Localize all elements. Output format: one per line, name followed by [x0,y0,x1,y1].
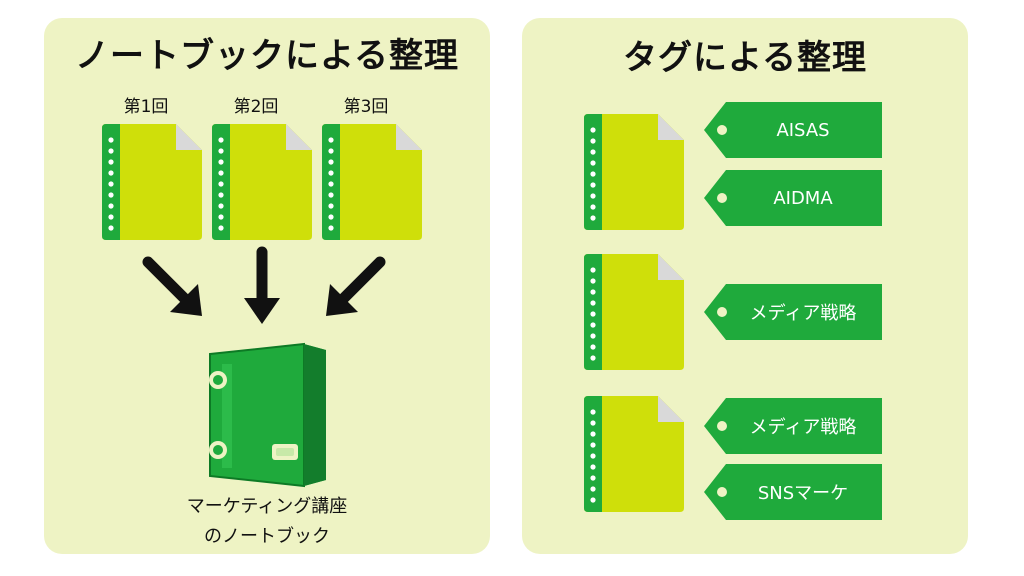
tag-label: AIDMA [773,187,833,209]
tag-label: メディア戦略 [749,417,857,438]
binder-caption-line2: のノートブック [204,526,330,547]
note-label-3: 第3回 [343,97,389,117]
note-document-icon [102,124,202,240]
binder-icon [200,340,332,490]
note-label-1: 第1回 [123,97,169,117]
tag-aidma: AIDMA [704,170,882,226]
binder-caption: マーケティング講座 のノートブック [44,492,490,552]
tag-label: SNSマーケ [757,483,849,504]
down-arrow-icon [222,246,302,326]
tag-sns-marketing: SNSマーケ [704,464,882,520]
down-right-arrow-icon [136,250,216,330]
binder-caption-line1: マーケティング講座 [186,496,348,517]
note-document-icon [584,254,684,370]
tag-label: メディア戦略 [749,303,857,324]
note-document-icon [584,396,684,512]
note-document-icon [584,114,684,230]
tag-aisas: AISAS [704,102,882,158]
note-document-icon [322,124,422,240]
tag-media-strategy: メディア戦略 [704,284,882,340]
tag-label: AISAS [776,119,830,141]
note-document-icon [212,124,312,240]
panel-title: ノートブックによる整理 [75,36,459,76]
tag-media-strategy: メディア戦略 [704,398,882,454]
note-label-2: 第2回 [233,97,279,117]
panel-title: タグによる整理 [623,38,867,78]
tag-organization-panel: タグによる整理 AISAS AIDMA メディア戦略 メディア戦略 SNSマーケ [522,18,968,554]
notebook-organization-panel: ノートブックによる整理 第1回 第2回 第3回 [44,18,490,554]
down-left-arrow-icon [312,250,392,330]
